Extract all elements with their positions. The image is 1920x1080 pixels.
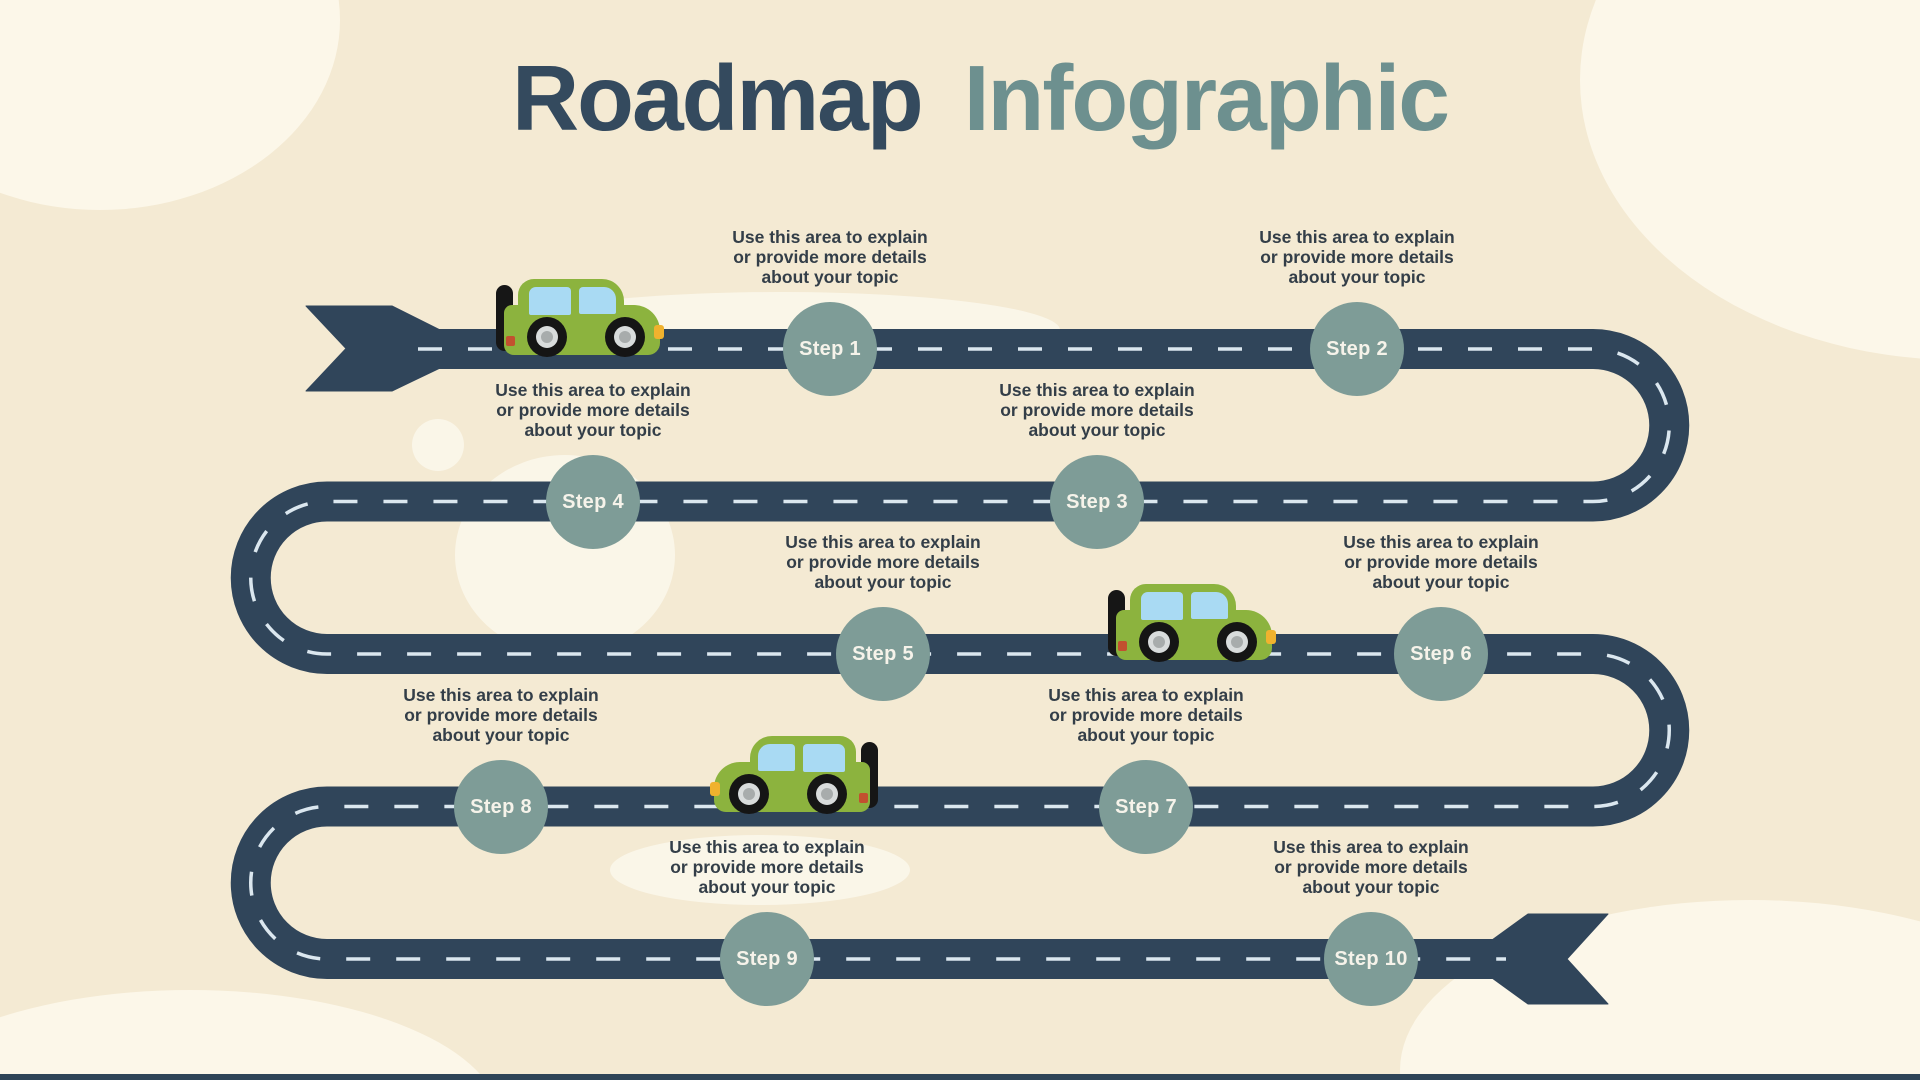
car-icon <box>496 279 666 359</box>
step-label: Step 1 <box>799 337 861 360</box>
step-label: Step 5 <box>852 642 914 665</box>
head-light <box>710 782 720 796</box>
wheel-icon <box>1139 622 1179 662</box>
head-light <box>1266 630 1276 644</box>
step-label: Step 3 <box>1066 490 1128 513</box>
tail-light <box>506 336 515 346</box>
step-label: Step 7 <box>1115 795 1177 818</box>
wheel-icon <box>807 774 847 814</box>
step-marker: Step 10 <box>1324 912 1418 1006</box>
step-label: Step 9 <box>736 947 798 970</box>
step-marker: Step 7 <box>1099 760 1193 854</box>
tail-light <box>1118 641 1127 651</box>
car-window <box>758 744 795 771</box>
wheel-icon <box>527 317 567 357</box>
title-word-infographic: Infographic <box>963 46 1450 150</box>
road-center-dashes <box>249 347 1671 961</box>
tail-light <box>859 793 868 803</box>
car-window <box>803 744 845 772</box>
step-marker: Step 8 <box>454 760 548 854</box>
step-marker: Step 4 <box>546 455 640 549</box>
car-window <box>1191 592 1228 619</box>
bottom-accent-bar <box>0 1074 1920 1080</box>
step-marker: Step 5 <box>836 607 930 701</box>
step-label: Step 4 <box>562 490 624 513</box>
wheel-icon <box>1217 622 1257 662</box>
title-word-roadmap: Roadmap <box>511 46 924 150</box>
head-light <box>654 325 664 339</box>
step-label: Step 8 <box>470 795 532 818</box>
step-label: Step 6 <box>1410 642 1472 665</box>
step-label: Step 2 <box>1326 337 1388 360</box>
car-window <box>1141 592 1183 620</box>
step-marker: Step 1 <box>783 302 877 396</box>
step-marker: Step 2 <box>1310 302 1404 396</box>
car-icon <box>708 736 878 816</box>
car-icon <box>1108 584 1278 664</box>
wheel-icon <box>605 317 645 357</box>
car-window <box>579 287 616 314</box>
step-marker: Step 3 <box>1050 455 1144 549</box>
step-marker: Step 9 <box>720 912 814 1006</box>
step-marker: Step 6 <box>1394 607 1488 701</box>
step-label: Step 10 <box>1334 947 1408 970</box>
car-window <box>529 287 571 315</box>
road-start-banner <box>305 305 441 392</box>
wheel-icon <box>729 774 769 814</box>
